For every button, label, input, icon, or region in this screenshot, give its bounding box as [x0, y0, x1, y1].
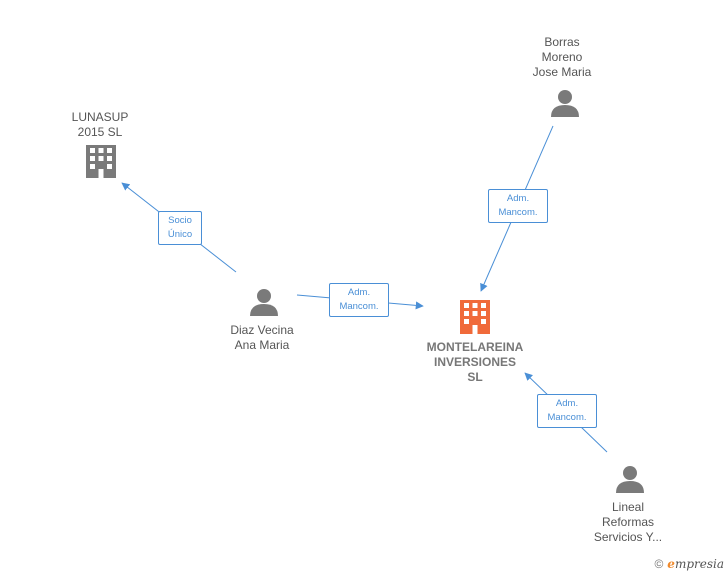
edge-label-adm-borras: Adm. Mancom.	[488, 189, 548, 223]
node-label-line: Diaz Vecina	[230, 323, 294, 337]
edge-label-adm-diaz: Adm. Mancom.	[329, 283, 389, 317]
person-icon-borras[interactable]	[551, 90, 579, 117]
footer-branding: © empresia	[654, 557, 724, 571]
logo-letter: e	[667, 557, 675, 571]
person-icon-diaz[interactable]	[250, 289, 278, 316]
node-label-diaz[interactable]: Diaz Vecina Ana Maria	[212, 323, 312, 353]
edge-label-line: Único	[167, 229, 193, 240]
edge-label-socio-unico: Socio Único	[158, 211, 202, 245]
node-label-borras[interactable]: Borras Moreno Jose Maria	[512, 35, 612, 80]
edge-label-line: Socio	[168, 215, 192, 226]
node-label-line: INVERSIONES	[433, 355, 517, 369]
node-label-line: Lineal	[611, 500, 645, 514]
logo-text: mpresia	[674, 557, 724, 571]
node-label-montelareina[interactable]: MONTELAREINA INVERSIONES SL	[410, 340, 540, 385]
edge-label-line: Adm.	[555, 398, 579, 409]
node-label-line: Jose Maria	[532, 65, 592, 79]
copyright-icon: ©	[654, 557, 664, 571]
edge-label-line: Mancom.	[547, 412, 587, 423]
edge-label-line: Adm.	[347, 287, 371, 298]
empresia-logo[interactable]: empresia	[667, 557, 724, 571]
node-label-line: Reformas	[601, 515, 654, 529]
node-label-line: Borras	[544, 35, 580, 49]
node-label-line: Servicios Y...	[593, 530, 663, 544]
node-label-line: Ana Maria	[234, 338, 290, 352]
node-label-line: LUNASUP	[71, 110, 129, 124]
node-label-line: Moreno	[541, 50, 583, 64]
edge-label-adm-lineal: Adm. Mancom.	[537, 394, 597, 428]
person-icon-lineal[interactable]	[616, 466, 644, 493]
edge-label-line: Mancom.	[498, 207, 538, 218]
building-icon[interactable]	[86, 145, 116, 178]
node-label-lineal[interactable]: Lineal Reformas Servicios Y...	[578, 500, 678, 545]
main-building-icon[interactable]	[460, 300, 490, 334]
node-label-line: MONTELAREINA	[426, 340, 524, 354]
edge-label-line: Mancom.	[339, 301, 379, 312]
node-label-line: 2015 SL	[77, 125, 123, 139]
node-label-lunasup[interactable]: LUNASUP 2015 SL	[50, 110, 150, 140]
node-label-line: SL	[467, 370, 483, 384]
edge-label-line: Adm.	[506, 193, 530, 204]
